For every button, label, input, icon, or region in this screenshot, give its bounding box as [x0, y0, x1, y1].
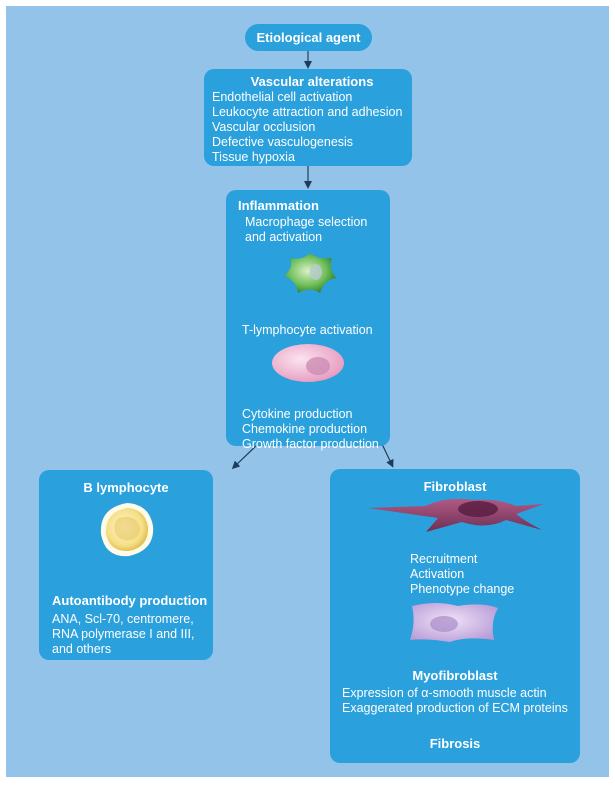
- product-line: Cytokine production: [242, 407, 353, 421]
- antibody-line: ANA, Scl-70, centromere,: [52, 612, 194, 626]
- vascular-alterations-title: Vascular alterations: [250, 74, 374, 89]
- product-line: Chemokine production: [242, 422, 368, 436]
- t-lymphocyte-cell-icon: [272, 344, 344, 382]
- autoantibody-title: Autoantibody production: [52, 593, 208, 608]
- vascular-item: Tissue hypoxia: [212, 150, 295, 164]
- fibroblast-title: Fibroblast: [423, 479, 487, 494]
- product-line: Growth factor production: [242, 437, 379, 451]
- activated-fibroblast-cell-icon: [410, 603, 498, 642]
- inflammation-title: Inflammation: [238, 198, 319, 213]
- fibroblast-box: Fibroblast Recruitment Activation Phenot…: [330, 469, 580, 763]
- etiological-agent-label: Etiological agent: [256, 30, 361, 45]
- macrophage-line: Macrophage selection: [245, 215, 368, 229]
- fibrosis-label: Fibrosis: [429, 736, 481, 751]
- arrow-inflammation-to-b-lymphocyte: [231, 443, 259, 470]
- b-lymphocyte-box: B lymphocyte Autoantibody production ANA…: [39, 470, 213, 660]
- macrophage-cell-icon: [284, 253, 336, 293]
- arrow-inflammation-to-fibroblast: [381, 443, 394, 468]
- diagram-canvas: Etiological agent Vascular alterations E…: [6, 6, 609, 777]
- inflammation-box: Inflammation Macrophage selection and ac…: [226, 190, 390, 451]
- myofibroblast-title: Myofibroblast: [412, 668, 498, 683]
- fibroblast-step: Phenotype change: [410, 582, 515, 596]
- vascular-alterations-box: Vascular alterations Endothelial cell ac…: [204, 69, 412, 166]
- fibroblast-cell-icon: [368, 498, 544, 532]
- etiological-agent-box: Etiological agent: [245, 24, 372, 51]
- vascular-item: Endothelial cell activation: [212, 90, 353, 104]
- b-lymphocyte-title: B lymphocyte: [83, 480, 169, 495]
- vascular-item: Defective vasculogenesis: [212, 135, 354, 149]
- t-lymphocyte-label: T-lymphocyte activation: [242, 323, 373, 337]
- antibody-line: RNA polymerase I and III,: [52, 627, 195, 641]
- b-lymphocyte-cell-icon: [100, 503, 154, 557]
- myofibroblast-item: Exaggerated production of ECM proteins: [342, 701, 568, 715]
- vascular-item: Leukocyte attraction and adhesion: [212, 105, 403, 119]
- antibody-line: and others: [52, 642, 112, 656]
- fibroblast-step: Activation: [410, 567, 465, 581]
- myofibroblast-item: Expression of α-smooth muscle actin: [342, 686, 547, 700]
- macrophage-line: and activation: [245, 230, 323, 244]
- fibroblast-step: Recruitment: [410, 552, 478, 566]
- vascular-item: Vascular occlusion: [212, 120, 316, 134]
